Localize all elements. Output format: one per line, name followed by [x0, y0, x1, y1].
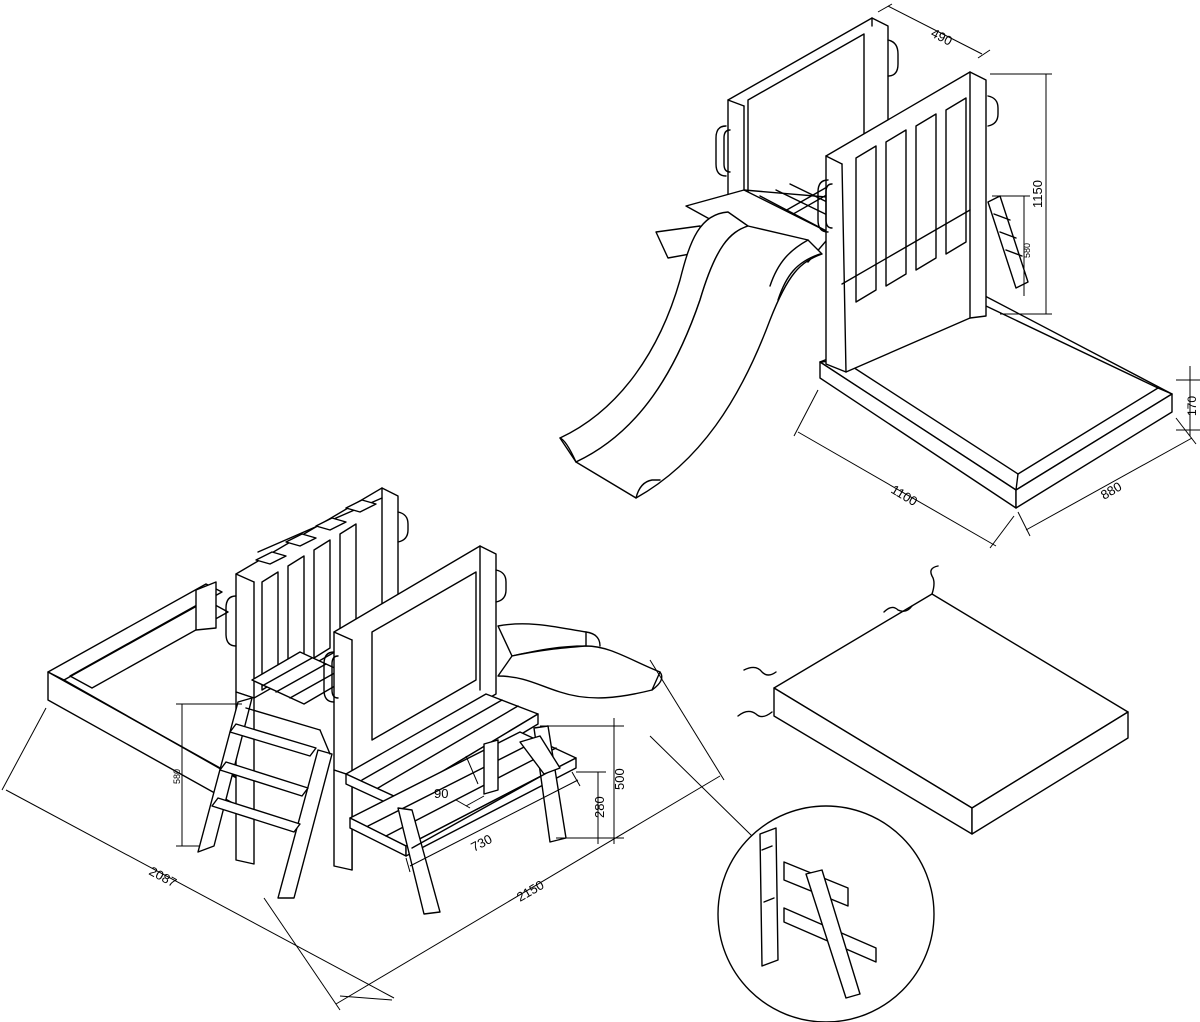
handle-icon [495, 569, 507, 603]
dim-490: 490 [877, 3, 991, 59]
dim-label: 580 [1022, 243, 1032, 258]
handle-icon [817, 179, 833, 233]
dim-1150: 1150 [990, 73, 1052, 315]
detail-leader [649, 735, 753, 837]
rear-ladder [987, 195, 1029, 289]
top-view: 490 1150 580 170 1100 [559, 3, 1200, 549]
sandbox-frame-bottom [47, 581, 241, 807]
dim-280: 280 [566, 771, 607, 844]
dim-90: 90 [434, 755, 485, 809]
handle-icon [715, 125, 731, 177]
dim-label: 1150 [1030, 180, 1045, 208]
sandbox-cover [737, 565, 1129, 835]
handle-icon [887, 39, 899, 77]
dim-label: 580 [172, 769, 182, 784]
slide [559, 211, 823, 499]
dim-580-top: 580 [992, 195, 1032, 296]
dim-500: 500 [540, 718, 627, 844]
dim-580-bottom: 580 [172, 703, 242, 847]
dim-label: 280 [592, 796, 607, 818]
front-panel-bottom [333, 545, 497, 871]
dim-label: 730 [468, 831, 494, 854]
detail-view [717, 805, 935, 1022]
handle-icon [323, 651, 339, 703]
dim-170: 170 [1176, 366, 1200, 436]
handle-icon [987, 95, 999, 127]
handle-icon [225, 595, 237, 647]
dim-label: 1100 [888, 482, 920, 509]
dim-label: 2087 [147, 863, 180, 890]
dim-label: 90 [434, 786, 448, 801]
dim-label: 880 [1098, 479, 1124, 503]
ladder-bottom [197, 697, 333, 899]
front-fence [825, 71, 987, 373]
dim-label: 2150 [514, 877, 547, 904]
dim-label: 170 [1185, 396, 1199, 416]
slide-bottom [497, 623, 663, 699]
dim-label: 500 [612, 768, 627, 790]
handle-icon [397, 511, 409, 543]
bottom-view: 580 2087 2150 500 280 [1, 487, 753, 1011]
